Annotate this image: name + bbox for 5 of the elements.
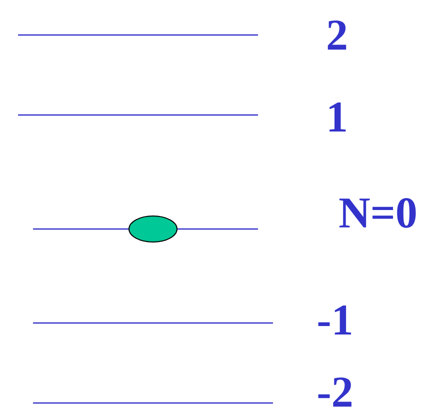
level-label: -2: [318, 377, 352, 407]
level-label: N=0: [339, 198, 416, 228]
level-label: 2: [328, 20, 346, 50]
level-label: 1: [330, 102, 346, 132]
level-label: -1: [318, 305, 352, 335]
